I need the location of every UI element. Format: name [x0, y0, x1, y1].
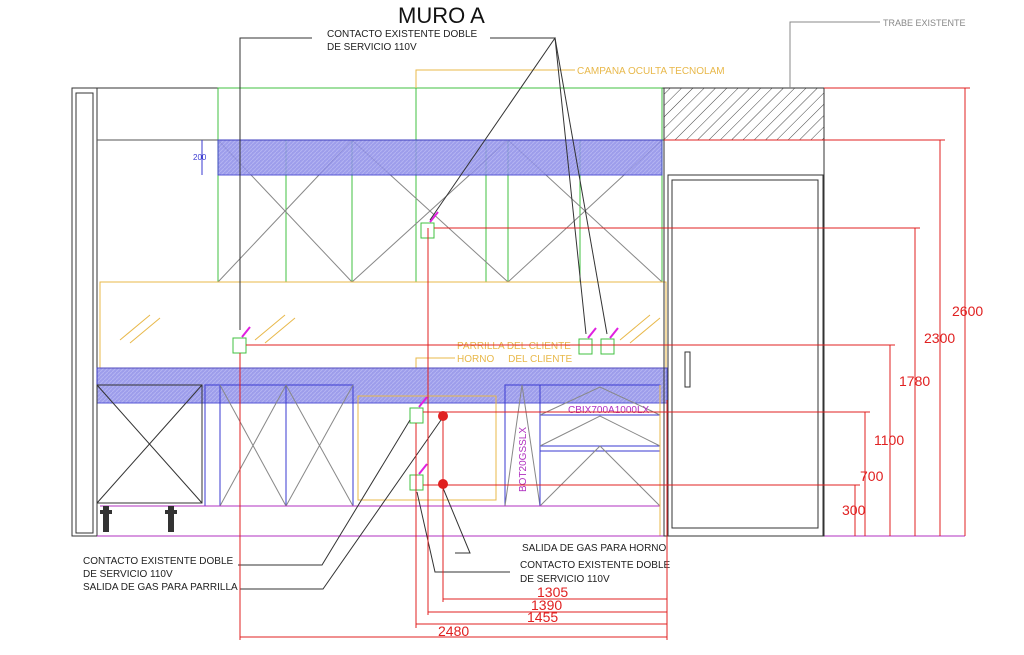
left-wall-column: [71, 87, 98, 537]
top-contact-note-line2: DE SERVICIO 110V: [327, 42, 417, 53]
dim-2300: 2300: [924, 330, 955, 346]
drawing-title: MURO A: [398, 3, 485, 28]
left-contact-note-line2: DE SERVICIO 110V: [83, 569, 173, 580]
parrilla-label: PARRILLA DEL CLIENTE: [457, 341, 571, 352]
right-contact-note-line1: CONTACTO EXISTENTE DOBLE: [520, 560, 671, 571]
dim-1780: 1780: [899, 373, 930, 389]
right-contact-note-line2: DE SERVICIO 110V: [520, 574, 610, 585]
horno-label: HORNO DEL CLIENTE: [457, 354, 573, 365]
backsplash: [99, 69, 667, 369]
dim-2600: 2600: [952, 303, 983, 319]
outlet-markers: [241, 211, 619, 475]
vertical-model-label: BOT20GSSLX: [518, 427, 529, 492]
dim-1455: 1455: [527, 609, 558, 625]
gas-oven-note: SALIDA DE GAS PARA HORNO: [522, 543, 667, 554]
dim-1305: 1305: [537, 584, 568, 600]
reference-lines: [239, 87, 970, 640]
top-contact-note-line1: CONTACTO EXISTENTE DOBLE: [327, 29, 478, 40]
oven-model-label: CBIX700A1000LX: [568, 405, 650, 416]
leader-lines: [238, 37, 608, 590]
lower-cabinets: [96, 384, 661, 536]
cabinet-legs: [100, 506, 177, 532]
dim-700: 700: [860, 468, 884, 484]
dim-1100: 1100: [874, 432, 904, 448]
gas-grill-note: SALIDA DE GAS PARA PARRILLA: [83, 582, 238, 593]
horizontal-dimensions: [240, 598, 667, 638]
dim-300: 300: [842, 502, 866, 518]
left-contact-note-line1: CONTACTO EXISTENTE DOBLE: [83, 556, 234, 567]
campana-label: CAMPANA OCULTA TECNOLAM: [577, 66, 725, 77]
dim-2480: 2480: [438, 623, 469, 639]
door: [663, 139, 825, 537]
upper-cabinets: [217, 87, 663, 283]
vertical-dimensions: [854, 88, 966, 536]
existing-beam: [663, 87, 825, 141]
dim-1390: 1390: [531, 597, 562, 613]
upper-blue-band: [217, 139, 663, 176]
band-height-label: 200: [193, 153, 207, 162]
trabe-leader: [789, 21, 880, 88]
trabe-label: TRABE EXISTENTE: [883, 18, 966, 28]
